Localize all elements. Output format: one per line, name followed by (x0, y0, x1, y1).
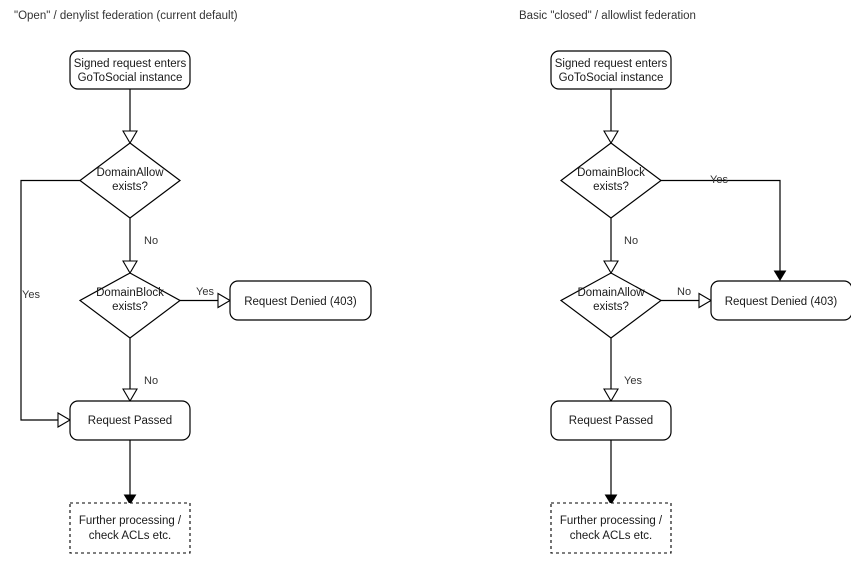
edge-domainallow-no-to-domainblock: No (122, 218, 158, 275)
edge-domainallow-yes-to-passed-right: Yes (603, 338, 642, 403)
arrowhead-open-icon (698, 292, 713, 309)
arrowhead-solid-icon (773, 270, 787, 281)
edge-entry-to-domainallow (122, 89, 138, 145)
further-processing-box-left (69, 502, 191, 554)
request-denied-box-left (229, 280, 372, 321)
diagram-title-closed-allowlist: Basic "closed" / allowlist federation (519, 10, 696, 22)
edge-label-domainallow-yes-right: Yes (624, 375, 642, 387)
diagram-title-open-denylist: "Open" / denylist federation (current de… (14, 10, 238, 22)
request-passed-label-left: Request Passed (88, 415, 172, 427)
node-entry-right: Signed request enters GoToSocial instanc… (550, 50, 672, 90)
further-processing-label-line1-right: Further processing / (560, 515, 663, 527)
decision-label-line2-domainallow-left: exists? (112, 181, 148, 193)
decision-label-line2-domainblock-left: exists? (112, 301, 148, 313)
decision-label-line1-domainblock-right: DomainBlock (577, 167, 645, 179)
arrowhead-open-icon (217, 292, 232, 309)
edge-label-domainallow-no-left: No (144, 235, 158, 247)
arrowhead-solid-icon (604, 494, 618, 505)
decision-label-line1-domainallow-left: DomainAllow (96, 167, 164, 179)
node-further-processing-right: Further processing / check ACLs etc. (550, 502, 672, 554)
decision-label-line1-domainblock-left: DomainBlock (96, 287, 164, 299)
edge-label-domainblock-yes-left: Yes (196, 286, 214, 298)
further-processing-label-line2-left: check ACLs etc. (89, 530, 171, 542)
arrowhead-open-icon (122, 260, 138, 275)
edge-domainblock-yes-to-denied: Yes (180, 286, 232, 309)
arrowhead-open-icon (57, 412, 72, 428)
node-decision-domainallow-right: DomainAllow exists? (559, 272, 663, 339)
further-processing-label-line1-left: Further processing / (79, 515, 182, 527)
edge-label-domainblock-no-right: No (624, 235, 638, 247)
further-processing-label-line2-right: check ACLs etc. (570, 530, 652, 542)
arrowhead-open-icon (122, 130, 138, 145)
edge-passed-to-further-left (123, 440, 137, 505)
node-request-denied-left: Request Denied (403) (229, 280, 372, 321)
decision-label-line1-domainallow-right: DomainAllow (577, 287, 645, 299)
edge-domainblock-no-to-domainallow-right: No (603, 218, 638, 275)
node-further-processing-left: Further processing / check ACLs etc. (69, 502, 191, 554)
request-denied-label-left: Request Denied (403) (244, 296, 357, 308)
entry-label-line2-left: GoToSocial instance (78, 72, 183, 84)
request-passed-label-right: Request Passed (569, 415, 653, 427)
node-request-passed-right: Request Passed (550, 400, 672, 441)
arrowhead-open-icon (603, 260, 619, 275)
diagram-open-denylist: "Open" / denylist federation (current de… (14, 10, 372, 554)
arrowhead-solid-icon (123, 494, 137, 505)
diagram-closed-allowlist: Basic "closed" / allowlist federation Si… (519, 10, 851, 554)
decision-label-line2-domainallow-right: exists? (593, 301, 629, 313)
node-decision-domainblock-right: DomainBlock exists? (560, 142, 662, 219)
edge-domainallow-no-to-denied-right: No (661, 286, 713, 309)
entry-label-line1-right: Signed request enters (555, 58, 668, 70)
edge-domainblock-no-to-passed: No (122, 338, 158, 403)
arrowhead-open-icon (603, 388, 619, 403)
edge-domainblock-yes-to-denied-right: Yes (661, 174, 787, 281)
edge-label-domainallow-no-right: No (677, 286, 691, 298)
node-decision-domainallow-left: DomainAllow exists? (79, 142, 181, 219)
arrowhead-open-icon (603, 130, 619, 145)
edge-label-domainallow-yes-left: Yes (22, 289, 40, 301)
entry-label-line1-left: Signed request enters (74, 58, 187, 70)
further-processing-box-right (550, 502, 672, 554)
edge-passed-to-further-right (604, 440, 618, 505)
decision-label-line2-domainblock-right: exists? (593, 181, 629, 193)
edge-label-domainblock-no-left: No (144, 375, 158, 387)
node-request-passed-left: Request Passed (69, 400, 191, 441)
node-entry-left: Signed request enters GoToSocial instanc… (69, 50, 191, 90)
edge-domainallow-yes-to-passed: Yes (20, 179, 80, 428)
request-denied-label-right: Request Denied (403) (725, 296, 838, 308)
arrowhead-open-icon (122, 388, 138, 403)
request-denied-box-right (710, 280, 851, 321)
entry-label-line2-right: GoToSocial instance (559, 72, 664, 84)
edge-label-domainblock-yes-right: Yes (710, 174, 728, 186)
node-decision-domainblock-left: DomainBlock exists? (78, 272, 182, 339)
node-request-denied-right: Request Denied (403) (710, 280, 851, 321)
edge-entry-to-domainblock-right (603, 89, 619, 145)
